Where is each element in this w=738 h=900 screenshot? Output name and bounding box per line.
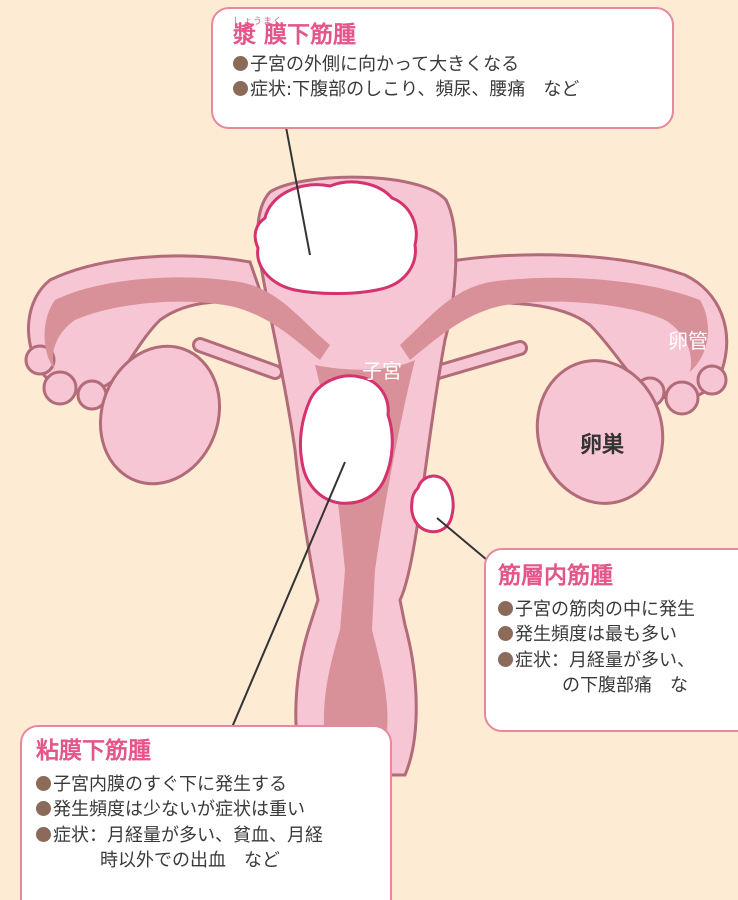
bullet-icon — [498, 601, 513, 616]
subserosal-callout: しょうまく 漿 膜下筋腫 子宮の外側に向かって大きくなる 症状:下腹部のしこり、… — [211, 7, 674, 129]
submucosal-title: 粘膜下筋腫 — [36, 739, 390, 764]
submucosal-line2: 発生頻度は少ないが症状は重い — [53, 799, 305, 820]
intramural-title: 筋層内筋腫 — [498, 564, 738, 589]
intramural-line4: の下腹部痛 な — [562, 675, 688, 696]
ovary-label: 卵巣 — [580, 432, 625, 458]
bullet-icon — [36, 827, 51, 842]
intramural-callout: 筋層内筋腫 子宮の筋肉の中に発生 発生頻度は最も多い 症状：月経量が多い、 の下… — [484, 548, 738, 732]
intramural-line1: 子宮の筋肉の中に発生 — [515, 599, 695, 620]
bullet-icon — [498, 626, 513, 641]
submucosal-line4: 時以外での出血 など — [100, 850, 280, 871]
submucosal-fibroid — [300, 376, 392, 503]
bullet-icon — [233, 81, 248, 96]
submucosal-line1: 子宮内膜のすぐ下に発生する — [53, 774, 287, 795]
bullet-icon — [233, 56, 248, 71]
uterus-label: 子宮 — [362, 359, 402, 383]
bullet-icon — [36, 776, 51, 791]
intramural-fibroid — [412, 476, 454, 532]
bullet-icon — [498, 652, 513, 667]
subserosal-line2: 症状:下腹部のしこり、頻尿、腰痛 など — [250, 79, 579, 100]
subserosal-ruby: しょうまく — [233, 14, 283, 27]
tube-label: 卵管 — [668, 329, 708, 353]
intramural-line2: 発生頻度は最も多い — [515, 624, 677, 645]
subserosal-line1: 子宮の外側に向かって大きくなる — [250, 54, 519, 75]
bullet-icon — [36, 801, 51, 816]
subserosal-fibroid — [255, 182, 416, 294]
submucosal-callout: 粘膜下筋腫 子宮内膜のすぐ下に発生する 発生頻度は少ないが症状は重い 症状：月経… — [20, 725, 392, 900]
subserosal-title: 漿 膜下筋腫 — [233, 23, 672, 48]
submucosal-line3: 症状：月経量が多い、貧血、月経 — [53, 825, 323, 846]
intramural-line3: 症状：月経量が多い、 — [515, 650, 695, 671]
